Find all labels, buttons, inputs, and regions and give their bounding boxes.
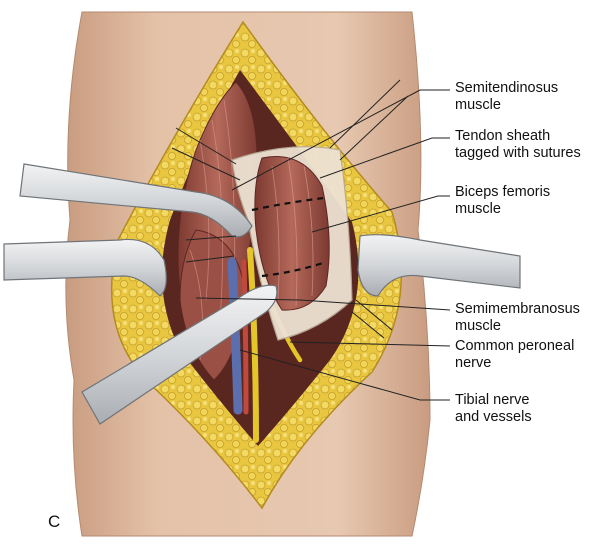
leader-lines — [195, 89, 451, 401]
panel-letter: C — [48, 512, 61, 531]
label-biceps-femoris: Biceps femoris muscle — [455, 184, 551, 217]
biceps-femoris-muscle — [254, 156, 330, 311]
retractor-upper-left — [19, 163, 253, 238]
label-tendon-sheath: Tendon sheath tagged with sutures — [455, 128, 581, 161]
label-tibial-nerve: Tibial nerve and vessels — [455, 392, 532, 425]
popliteal-artery — [241, 259, 249, 415]
retractor-left — [3, 238, 167, 297]
label-common-peroneal-nerve: Common peroneal nerve — [455, 338, 575, 371]
label-semitendinosus: Semitendinosus muscle — [455, 80, 559, 113]
retractor-lower-left — [81, 284, 278, 425]
suture-line-upper — [251, 196, 325, 212]
tibial-nerve — [247, 247, 259, 443]
suture-threads — [171, 79, 409, 339]
label-semimembranosus: Semimembranosus muscle — [455, 301, 580, 334]
suture-line-lower — [261, 260, 327, 278]
retractor-right — [357, 234, 521, 297]
popliteal-vein — [227, 257, 243, 415]
